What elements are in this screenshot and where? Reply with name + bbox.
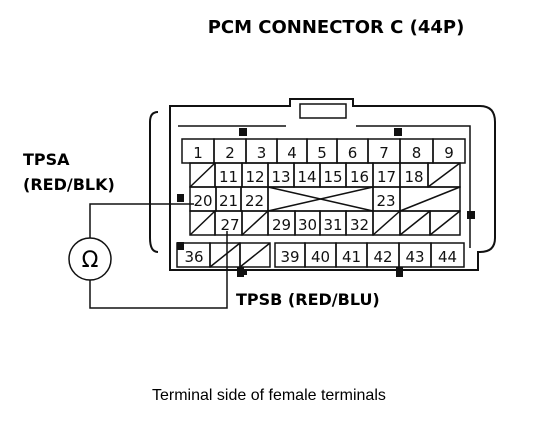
- blank-terminal-mark: [267, 186, 374, 212]
- terminal-number: 16: [350, 168, 369, 186]
- blank-terminal-mark: [239, 242, 271, 268]
- terminal-number: 18: [404, 168, 423, 186]
- blank-terminal-mark: [189, 210, 216, 236]
- terminal-number: 14: [297, 168, 316, 186]
- terminal-number: 40: [311, 248, 330, 266]
- lock-tab: [177, 194, 184, 202]
- ohmmeter-icon: Ω: [82, 248, 99, 273]
- diagram-title: PCM CONNECTOR C (44P): [208, 17, 465, 38]
- terminal-number: 6: [348, 144, 358, 162]
- probe-a-name: TPSA: [23, 150, 70, 169]
- terminal-number: 7: [379, 144, 389, 162]
- blank-terminal-mark: [372, 210, 401, 236]
- terminal-number: 8: [412, 144, 422, 162]
- blank-terminal-mark: [209, 242, 241, 268]
- terminal-number: 43: [405, 248, 424, 266]
- caption: Terminal side of female terminals: [152, 387, 386, 404]
- blank-terminal: [239, 242, 271, 268]
- terminal-number: 39: [280, 248, 299, 266]
- blank-terminal: [429, 210, 461, 236]
- terminal-number: 21: [219, 192, 238, 210]
- terminal-number: 3: [257, 144, 267, 162]
- blank-terminal-mark: [189, 162, 216, 188]
- blank-terminal-mark: [429, 210, 461, 236]
- terminal-number: 30: [298, 216, 317, 234]
- terminal-number: 32: [350, 216, 369, 234]
- terminal-number: 23: [376, 192, 395, 210]
- probe-tip: [242, 270, 247, 275]
- terminal-number: 9: [444, 144, 454, 162]
- terminal-number: 36: [184, 248, 203, 266]
- terminal-number: 11: [219, 168, 238, 186]
- terminal-number: 27: [220, 216, 239, 234]
- blank-terminal-mark: [399, 186, 461, 212]
- terminal-number: 31: [323, 216, 342, 234]
- terminal-number: 15: [323, 168, 342, 186]
- terminal-cell: [430, 242, 465, 268]
- terminal-number: 44: [438, 248, 457, 266]
- terminal-number: 42: [373, 248, 392, 266]
- terminal-number: 13: [271, 168, 290, 186]
- probe-wiring: [68, 203, 228, 309]
- terminal-number: 1: [193, 144, 203, 162]
- terminal-number: 12: [245, 168, 264, 186]
- terminal-number: 17: [377, 168, 396, 186]
- terminal-number: 5: [317, 144, 327, 162]
- lock-tab: [177, 242, 184, 250]
- blank-terminal-mark: [427, 162, 461, 188]
- blank-terminal-mark: [399, 210, 431, 236]
- terminal-number: 29: [272, 216, 291, 234]
- terminal-number: 22: [245, 192, 264, 210]
- blank-terminal-mark: [241, 210, 269, 236]
- terminal-number: 4: [287, 144, 297, 162]
- probe-b-label: TPSB (RED/BLU): [236, 290, 380, 309]
- terminal-number: 41: [342, 248, 361, 266]
- terminal-number: 20: [193, 192, 212, 210]
- probe-a-wire: (RED/BLK): [23, 175, 115, 194]
- terminal-number: 2: [225, 144, 235, 162]
